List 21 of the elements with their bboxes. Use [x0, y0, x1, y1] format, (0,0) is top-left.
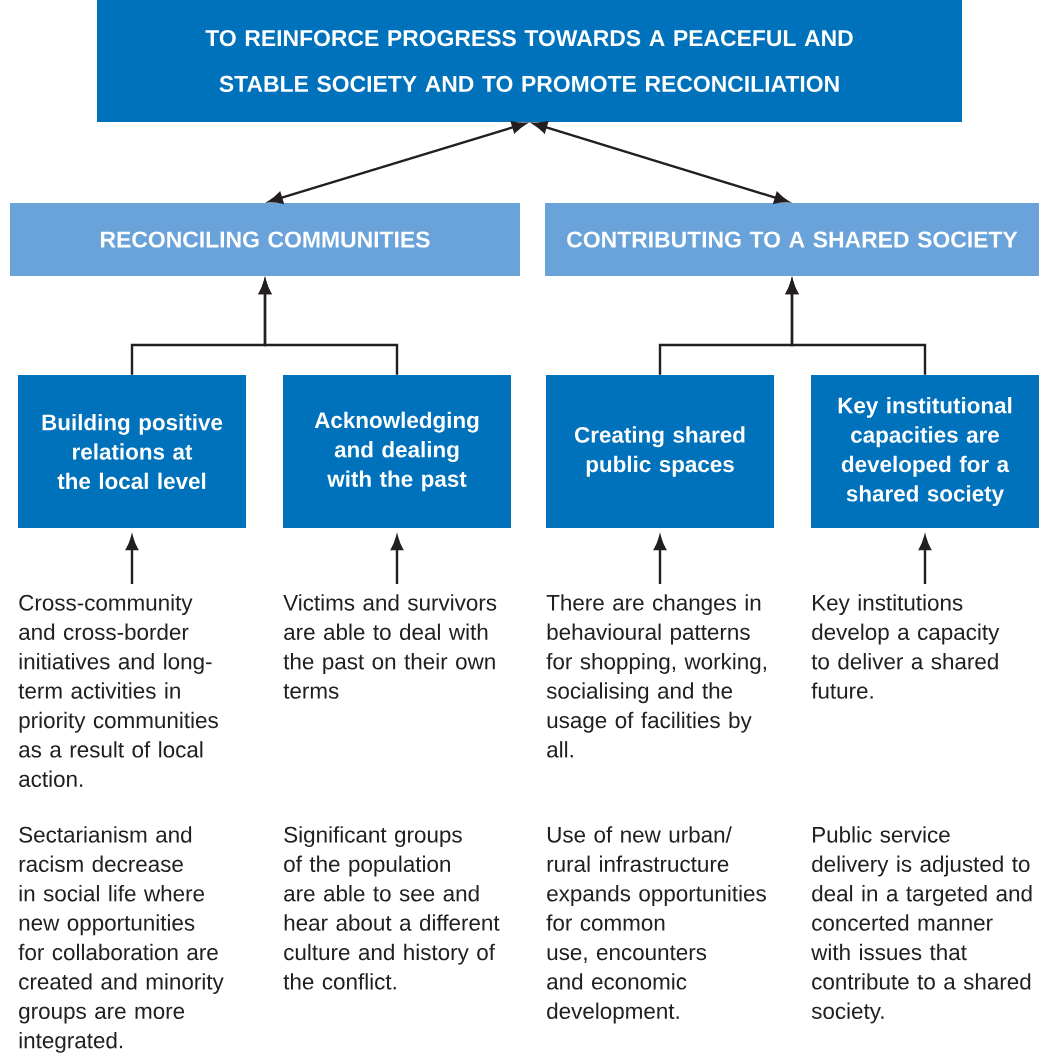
description-text: Significant groups of the population are able to see and hear about a different culture and history of the conflict.	[283, 826, 500, 990]
arrow	[918, 535, 932, 584]
outcome-box: Creating shared public spaces	[546, 375, 774, 528]
description-text: Victims and survivors are able to deal with the past on their own terms	[283, 594, 497, 699]
outcome-box: Key institutional capacities are developed for a shared society	[811, 375, 1039, 528]
description-text: Cross-community and cross-border initiatives and long-term activities in priority communities as a result of local action.	[18, 594, 218, 787]
theme-box: CONTRIBUTING TO A SHARED SOCIETY	[545, 203, 1039, 276]
arrow	[390, 535, 404, 584]
arrow	[785, 279, 927, 375]
description-text: Sectarianism and racism decrease in social life where new opportunities for collaboration are created and minority groups are more integrated.	[18, 826, 224, 1053]
description-text: There are changes in behavioural patterns for shopping, working, socialising and the usage of facilities by all.	[546, 594, 766, 758]
description-text: Key institutions develop a capacity to deliver a shared future.	[811, 594, 1000, 699]
arrow	[258, 279, 399, 375]
theme-box: RECONCILING COMMUNITIES	[10, 203, 520, 276]
arrow	[125, 535, 139, 584]
outcome-box: Building positive relations at the local level	[18, 375, 246, 528]
goal-box: TO REINFORCE PROGRESS TOWARDS A PEACEFUL AND STABLE SOCIETY AND TO PROMOTE RECONCILIATION	[97, 0, 962, 122]
description-text: Use of new urban/ rural infrastructure expands opportunities for common use, encounters and economic development.	[546, 826, 766, 1024]
description-text: Public service delivery is adjusted to deal in a targeted and concerted manner with issues that contribute to a shared society.	[811, 826, 1032, 1024]
outcome-box: Acknowledging and dealing with the past	[283, 375, 511, 528]
arrow	[653, 535, 667, 584]
